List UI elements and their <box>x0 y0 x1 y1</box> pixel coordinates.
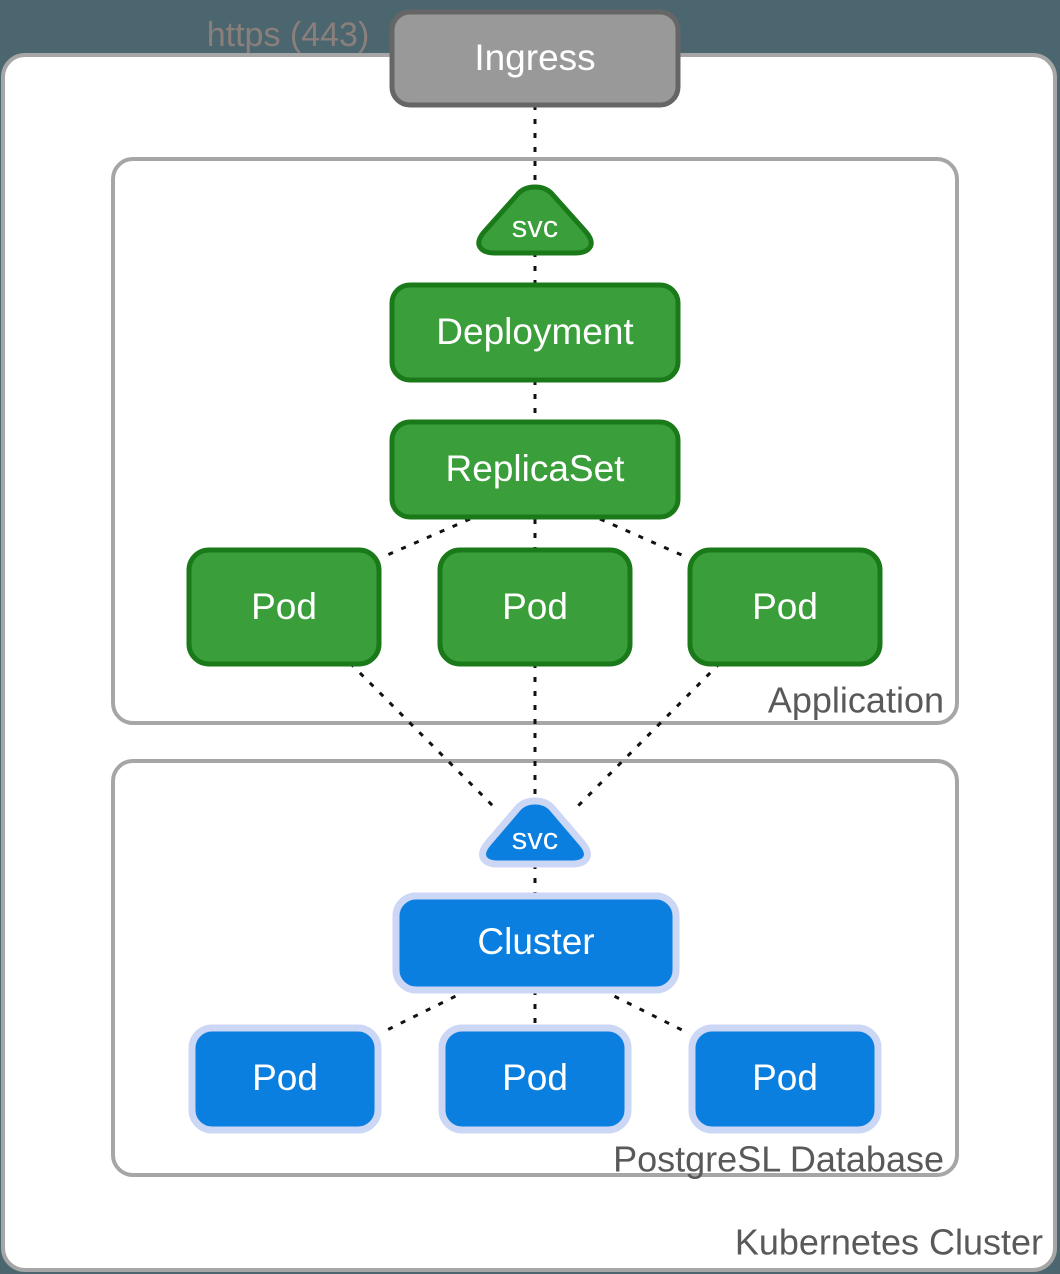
app-pod-1-label: Pod <box>251 586 317 627</box>
connector-cluster-to-db-pod-1 <box>384 988 469 1033</box>
db-pod-3-box[interactable] <box>688 1024 882 1134</box>
replicaset-label: ReplicaSet <box>446 448 626 489</box>
application-group-label: Application <box>768 680 944 721</box>
node-app-pod-3[interactable]: Pod <box>687 547 883 667</box>
node-app-service[interactable]: svc <box>476 184 594 256</box>
db-pod-2-box[interactable] <box>438 1024 632 1134</box>
node-db-pod-1[interactable]: Pod <box>188 1024 382 1134</box>
app-pod-2-box[interactable] <box>437 547 633 667</box>
replicaset-box[interactable] <box>389 419 681 520</box>
connector-replicaset-to-pod-3 <box>599 517 685 558</box>
ingress-label: Ingress <box>474 37 595 78</box>
node-db-service[interactable]: svc <box>479 797 591 868</box>
deployment-label: Deployment <box>436 311 634 352</box>
deployment-box[interactable] <box>389 282 681 383</box>
connector-cluster-to-db-pod-3 <box>601 988 685 1033</box>
connector-pod-3-to-db-svc <box>572 661 722 812</box>
connector-replicaset-to-pod-1 <box>384 517 471 558</box>
app-svc-shape[interactable] <box>476 184 594 256</box>
db-pod-2-label: Pod <box>502 1057 568 1098</box>
db-svc-label: svc <box>512 821 559 856</box>
node-db-pod-2[interactable]: Pod <box>438 1024 632 1134</box>
cluster-label: Cluster <box>477 921 594 962</box>
database-group-label: PostgreSL Database <box>613 1139 944 1180</box>
node-replicaset[interactable]: ReplicaSet <box>389 419 681 520</box>
ingress-box[interactable] <box>389 9 681 108</box>
db-pod-1-box[interactable] <box>188 1024 382 1134</box>
db-pod-1-label: Pod <box>252 1057 318 1098</box>
app-pod-3-box[interactable] <box>687 547 883 667</box>
ingress-edge-label: https (443) <box>207 16 370 54</box>
node-app-pod-1[interactable]: Pod <box>186 547 382 667</box>
app-svc-label: svc <box>512 209 559 244</box>
node-ingress[interactable]: Ingress <box>389 9 681 108</box>
app-pod-2-label: Pod <box>502 586 568 627</box>
node-app-pod-2[interactable]: Pod <box>437 547 633 667</box>
app-pod-3-label: Pod <box>752 586 818 627</box>
cluster-box[interactable] <box>392 892 680 994</box>
db-svc-shape[interactable] <box>479 797 591 868</box>
db-pod-3-label: Pod <box>752 1057 818 1098</box>
node-db-pod-3[interactable]: Pod <box>688 1024 882 1134</box>
node-cluster[interactable]: Cluster <box>392 892 680 994</box>
node-deployment[interactable]: Deployment <box>389 282 681 383</box>
kubernetes-cluster-label: Kubernetes Cluster <box>735 1222 1043 1263</box>
app-pod-1-box[interactable] <box>186 547 382 667</box>
